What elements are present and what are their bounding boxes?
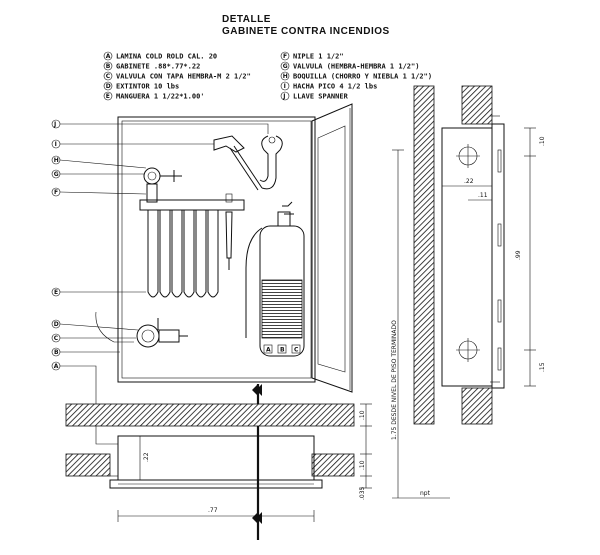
legend-text: VALVULA (HEMBRA-HEMBRA 1 1/2") (293, 63, 419, 71)
side-section (413, 85, 505, 425)
title-line2: GABINETE CONTRA INCENDIOS (222, 26, 390, 37)
legend-key: C (106, 73, 111, 80)
elevation-callouts: J I H G F E D C B A (51, 119, 269, 445)
legend-text: LAMINA COLD ROLD CAL. 20 (116, 53, 217, 61)
extinguisher-mark: B (280, 347, 285, 354)
legend-key: E (106, 93, 110, 100)
legend-key: D (106, 83, 111, 90)
extinguisher-icon: A B C (245, 201, 305, 357)
legend-text: NIPLE 1 1/2" (293, 53, 344, 61)
dim-plan-depth: .22 (143, 452, 150, 462)
legend-text: MANGUERA 1 1/22*1.00' (116, 93, 205, 101)
callout-key: C (54, 335, 59, 342)
title-line1: DETALLE (222, 14, 271, 25)
legend-text: BOQUILLA (CHORRO Y NIEBLA 1 1/2") (293, 73, 432, 81)
dim-plan-base: .035 (359, 486, 366, 500)
floor-ref: npt (420, 490, 431, 497)
dim-plan-width: .77 (208, 507, 218, 514)
axe-icon (213, 135, 263, 191)
dim-side-height: .99 (515, 250, 522, 260)
cabinet-elevation (117, 103, 353, 393)
legend-text: EXTINTOR 10 lbs (116, 83, 179, 91)
dim-side-bottom: .15 (539, 362, 546, 372)
extinguisher-mark: C (294, 347, 299, 354)
plan-dimensions: .22 .10 .10 .035 .77 (117, 403, 372, 522)
valve-assembly-icon (143, 167, 182, 203)
callout-key: F (54, 189, 58, 196)
callout-key: J (53, 121, 56, 128)
callout-key: B (54, 349, 59, 356)
legend-key: F (283, 53, 287, 60)
callout-key: I (55, 141, 57, 148)
bottom-valve-icon (95, 311, 188, 348)
legend-left: A LAMINA COLD ROLD CAL. 20 B GABINETE .8… (103, 51, 251, 101)
spanner-wrench-icon (259, 135, 283, 190)
hose-rack-icon (139, 193, 245, 298)
dim-plan-top: .10 (359, 410, 366, 420)
legend-key: J (282, 93, 285, 100)
extinguisher-mark: A (266, 347, 271, 354)
legend-key: I (284, 83, 286, 90)
legend-text: LLAVE SPANNER (293, 93, 349, 101)
dim-side-inner: .11 (478, 192, 488, 199)
callout-key: H (54, 157, 59, 164)
legend-text: HACHA PICO 4 1/2 lbs (293, 83, 377, 91)
legend-key: A (106, 53, 111, 60)
cabinet-plan (65, 403, 355, 489)
dim-plan-bottom: .10 (359, 460, 366, 470)
legend-text: VALVULA CON TAPA HEMBRA-M 2 1/2" (116, 73, 251, 81)
callout-key: D (54, 321, 59, 328)
callout-key: A (54, 363, 59, 370)
legend-key: H (283, 73, 288, 80)
legend-key: G (283, 63, 288, 70)
callout-key: E (54, 289, 58, 296)
legend-key: B (106, 63, 111, 70)
dim-side-width: .22 (464, 178, 474, 185)
legend-right: F NIPLE 1 1/2" G VALVULA (HEMBRA-HEMBRA … (280, 51, 432, 101)
callout-key: G (54, 171, 59, 178)
dim-side-top: .10 (539, 136, 546, 146)
side-dimensions: .10 .99 .15 .22 .11 1.75 DESDE NIVEL DE … (391, 127, 546, 499)
floor-height-label: 1.75 DESDE NIVEL DE PISO TERMINADO (391, 320, 398, 440)
legend-text: GABINETE .88*.77*.22 (116, 63, 200, 71)
